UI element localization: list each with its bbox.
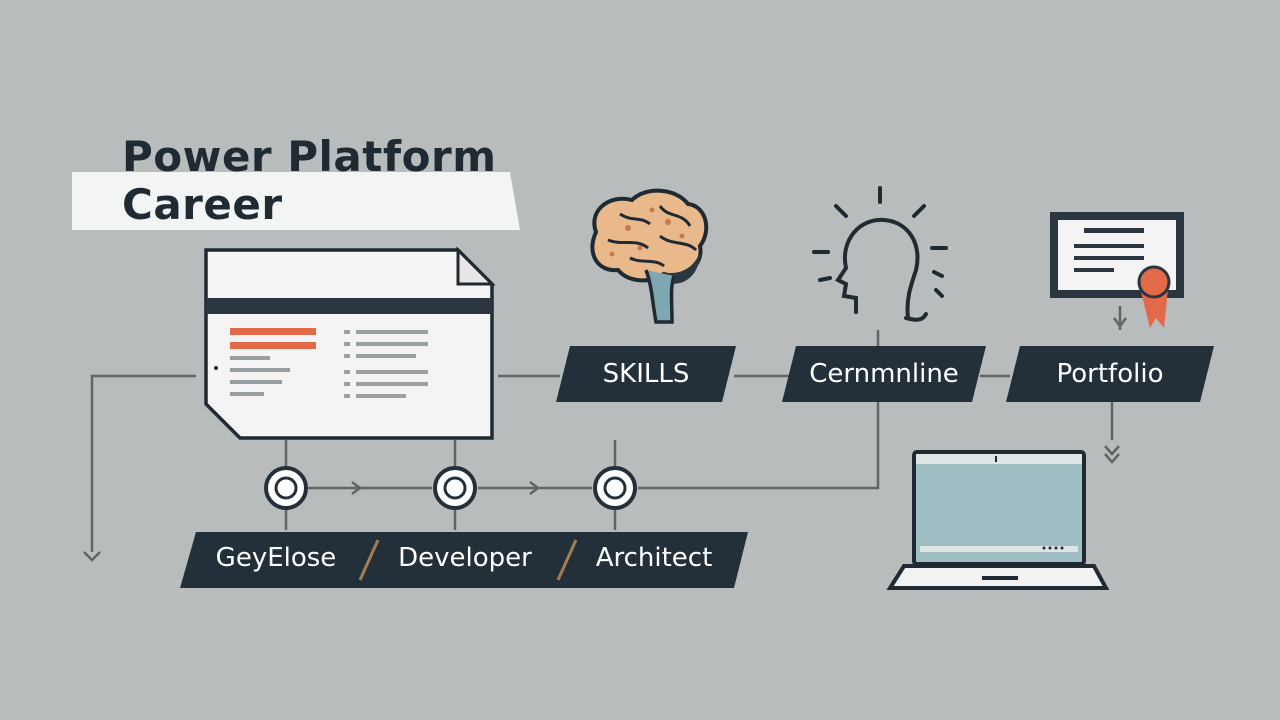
title-line-1: Power Platform [122, 132, 497, 181]
title-line-2: Career [122, 180, 283, 229]
document-icon [204, 246, 496, 440]
skills-pill [556, 346, 736, 402]
laptop-icon [886, 450, 1110, 590]
certificate-icon [1050, 212, 1184, 328]
brain-icon [590, 188, 709, 324]
title-banner [72, 172, 520, 230]
role-label-3: Architect [595, 543, 713, 573]
skills-label: SKILLS [602, 359, 690, 389]
middle-label: Cernmnline [809, 359, 959, 389]
roles-bar [180, 532, 748, 588]
middle-pill [782, 346, 986, 402]
portfolio-pill [1006, 346, 1214, 402]
connector-lines [83, 306, 1127, 562]
role-label-2: Developer [398, 543, 532, 573]
portfolio-label: Portfolio [1056, 359, 1164, 389]
idea-head-icon [812, 186, 948, 322]
role-label-1: GeyElose [215, 543, 337, 573]
